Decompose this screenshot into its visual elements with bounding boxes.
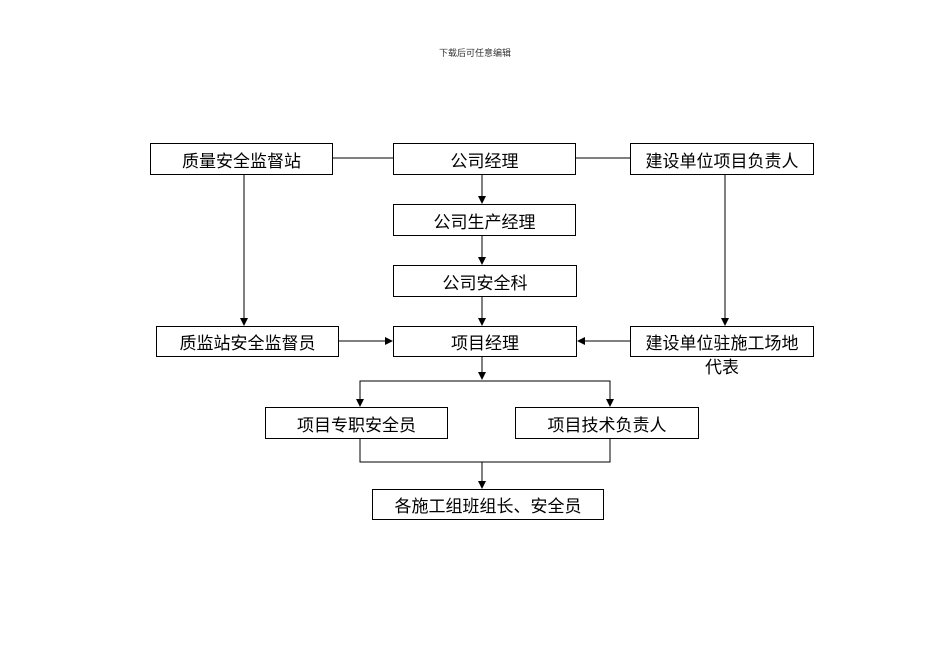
node-production-manager: 公司生产经理 — [393, 204, 576, 236]
node-owner-lead: 建设单位项目负责人 — [630, 143, 814, 175]
node-safety-dept: 公司安全科 — [393, 265, 577, 297]
node-team-leaders: 各施工组班组长、安全员 — [372, 489, 604, 520]
node-owner-rep-overflow: 代表 — [705, 358, 739, 378]
page-header: 下载后可任意编辑 — [438, 49, 511, 59]
node-project-manager: 项目经理 — [393, 326, 577, 357]
node-owner-rep: 建设单位驻施工场地 — [630, 326, 814, 357]
split-bracket — [359, 380, 611, 406]
merge-bracket — [359, 439, 611, 463]
node-tech-lead: 项目技术负责人 — [515, 407, 699, 439]
node-quality-station: 质量安全监督站 — [150, 143, 333, 175]
node-station-inspector: 质监站安全监督员 — [156, 326, 339, 357]
node-safety-officer: 项目专职安全员 — [265, 407, 448, 439]
node-company-manager: 公司经理 — [393, 143, 576, 175]
